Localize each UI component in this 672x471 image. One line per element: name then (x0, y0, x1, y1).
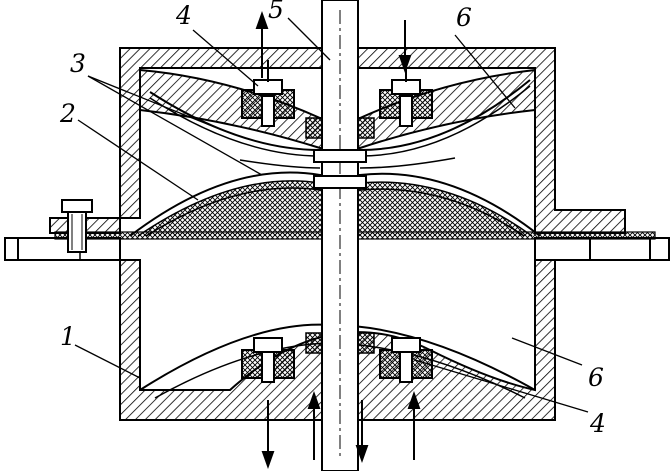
flow-arrows (255, 11, 421, 469)
label-1: 1 (60, 322, 76, 351)
label-4-top: 4 (175, 1, 192, 30)
upper-valve-left (241, 60, 295, 127)
lower-valve-left (241, 337, 295, 383)
flange-bolt (61, 199, 93, 253)
label-2: 2 (59, 99, 76, 128)
label-3: 3 (70, 49, 86, 78)
lower-valve-right (379, 337, 433, 383)
label-6-bottom: 6 (588, 363, 604, 392)
label-5: 5 (268, 0, 284, 24)
callout-labels: 4 5 6 3 2 1 6 4 (59, 0, 606, 438)
leader-lines (74, 17, 589, 413)
upper-valve-right (379, 62, 433, 127)
label-6-top: 6 (456, 3, 472, 32)
central-shaft (305, 0, 375, 471)
label-4-bottom: 4 (589, 409, 606, 438)
